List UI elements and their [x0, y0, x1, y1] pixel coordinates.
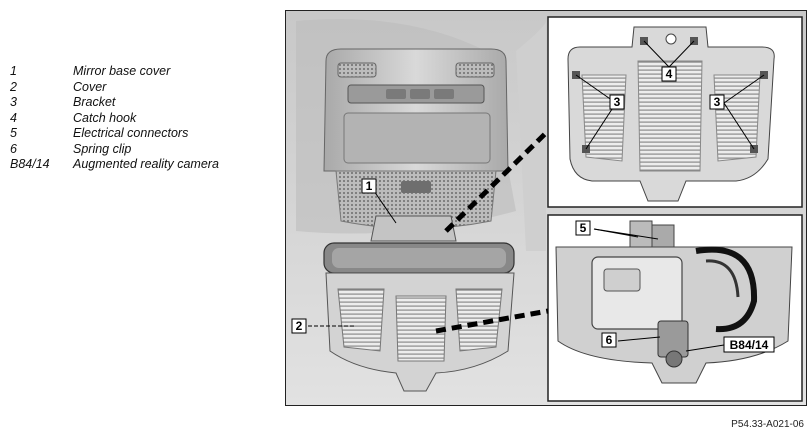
technical-illustration: 1 2 3 3 4 5 6 B84/14 — [285, 10, 807, 406]
legend-text: Cover — [73, 79, 107, 94]
inset-cover-brackets — [547, 16, 803, 208]
cover-vents-center — [395, 295, 447, 362]
leader-line-3a — [575, 74, 617, 104]
map-light-grille-right — [455, 62, 495, 78]
cover-vents-left — [337, 288, 385, 352]
camera-lens — [665, 350, 683, 368]
camera-module — [591, 256, 683, 330]
leader-line-4 — [643, 40, 670, 68]
electrical-connector — [651, 224, 675, 248]
inset-connector-top — [444, 129, 550, 233]
inset-connector-bottom — [435, 308, 549, 334]
leader-line-3a — [585, 102, 617, 150]
wiring-harness — [705, 259, 740, 298]
legend-key: 2 — [10, 79, 17, 94]
callout-4: 4 — [666, 67, 673, 81]
callout-5: 5 — [580, 221, 587, 235]
callout-3b: 3 — [714, 95, 721, 109]
leader-line-3b — [723, 74, 765, 104]
legend-key: 1 — [10, 64, 17, 78]
illustration-canvas: 1 2 3 3 4 5 6 B84/14 — [286, 11, 806, 405]
cover-vents-right — [455, 288, 503, 352]
inset-vents-center — [637, 60, 703, 172]
leader-lines — [308, 40, 765, 352]
callout-box-5 — [575, 220, 591, 236]
electrical-connector — [629, 220, 653, 248]
leader-line-6 — [617, 336, 661, 342]
legend-key: 4 — [10, 110, 17, 125]
map-light-grille-left — [337, 62, 377, 78]
mount-hole — [665, 33, 677, 45]
camera-module-face — [603, 268, 641, 292]
legend-key: 6 — [10, 141, 17, 156]
leader-line-4 — [668, 40, 695, 68]
callout-1: 1 — [366, 179, 373, 193]
callout-6: 6 — [606, 333, 613, 347]
figure-reference: P54.33-A021-06 — [731, 419, 804, 430]
leader-line-5 — [593, 228, 659, 240]
callout-box-6 — [601, 332, 617, 348]
legend-key: 5 — [10, 126, 17, 140]
mirror-glass — [332, 248, 506, 268]
legend-text: Bracket — [73, 95, 116, 109]
leader-line-1 — [373, 190, 397, 224]
panel-switch — [386, 89, 406, 99]
legend-text: Augmented reality camera — [73, 157, 219, 171]
callout-2: 2 — [296, 319, 303, 333]
panel-lower-section — [343, 112, 491, 164]
leader-line-b84 — [685, 344, 725, 352]
sensor-window — [401, 181, 431, 193]
leader-line-3b — [723, 102, 755, 150]
legend-key: 3 — [10, 95, 17, 109]
panel-switch — [410, 89, 430, 99]
legend-text: Spring clip — [73, 141, 132, 156]
callout-box-1 — [361, 178, 377, 194]
callout-box-b84 — [723, 336, 775, 353]
inset-vents-right — [713, 74, 761, 162]
legend-text: Mirror base cover — [73, 64, 171, 78]
mirror-base-cover — [370, 215, 457, 242]
panel-switch — [434, 89, 454, 99]
callout-box-4 — [661, 66, 677, 82]
wiring-harness — [695, 246, 758, 333]
legend-text: Electrical connectors — [73, 126, 189, 140]
callout-b84: B84/14 — [730, 338, 769, 352]
legend-text: Catch hook — [73, 110, 137, 125]
callout-box-2 — [291, 318, 307, 334]
callout-3a: 3 — [614, 95, 621, 109]
callout-box-3b — [709, 94, 725, 110]
callouts: 1 2 3 3 4 5 6 B84/14 — [291, 66, 775, 353]
legend-key: B84/14 — [10, 157, 50, 171]
headliner-edge — [516, 21, 546, 251]
inset-camera — [547, 214, 803, 402]
callout-box-3a — [609, 94, 625, 110]
